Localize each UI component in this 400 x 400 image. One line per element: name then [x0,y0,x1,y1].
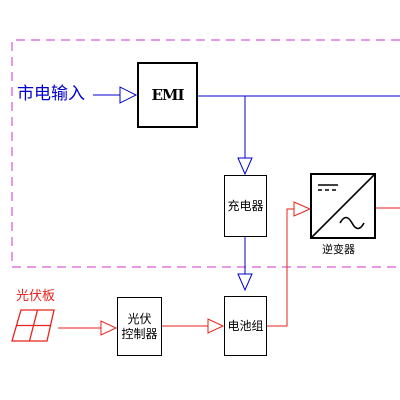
battery-to-inverter-wire [267,208,294,327]
pv-panel-icon [11,309,55,342]
enclosure-dashed-border [11,39,400,268]
battery-to-inverter-arrow [293,201,312,217]
battery-box: 电池组 [224,296,267,356]
emi-filter-box: EMI [137,62,198,128]
charger-to-battery-arrow [237,273,253,292]
grid-input-label: 市电输入 [17,84,85,104]
pv-controller-label-line1: 光伏 [127,311,152,326]
charger-label: 充电器 [227,198,264,213]
pv-panel-label: 光伏板 [16,289,56,304]
battery-label: 电池组 [227,318,264,333]
charger-box: 充电器 [224,175,267,237]
pv-controller-label-line2: 控制器 [121,326,158,341]
grid-input-arrow [119,86,138,104]
pv-controller-box: 光伏 控制器 [117,297,162,356]
inverter-symbol [310,173,376,239]
inverter-label: 逆变器 [322,243,355,256]
emi-label: EMI [151,85,184,104]
charger-feed-arrow [237,157,253,176]
pv-controller-arrow [207,318,225,334]
pv-panel-arrow [100,320,118,336]
